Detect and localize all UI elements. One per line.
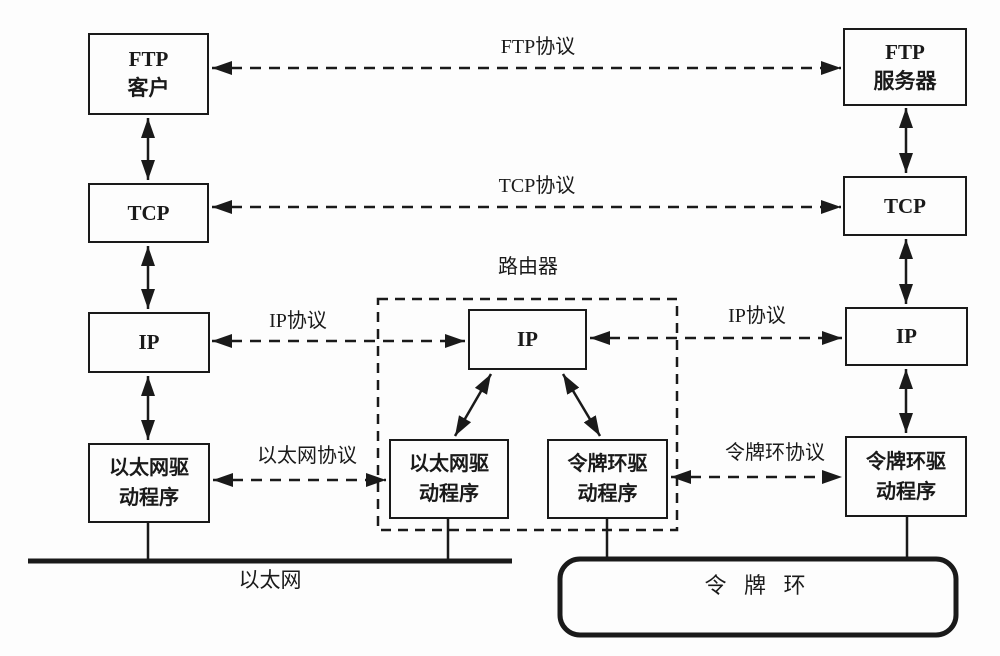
label-ip-protocol-right: IP协议 — [728, 305, 786, 327]
token-ring-shape — [557, 556, 959, 638]
label-router: 路由器 — [498, 256, 558, 278]
node-tcp-right: TCP — [843, 176, 967, 236]
node-ftp-client: FTP 客户 — [88, 33, 209, 115]
label-ethernet-protocol: 以太网协议 — [257, 445, 357, 467]
label-token-ring-protocol: 令牌环协议 — [725, 442, 825, 464]
node-router-ip: IP — [468, 309, 587, 370]
node-token-driver-right: 令牌环驱 动程序 — [845, 436, 967, 517]
node-ip-left: IP — [88, 312, 210, 373]
label-ethernet-network: 以太网 — [238, 568, 302, 592]
arrow-routerip-ethdriver — [453, 373, 493, 437]
node-ethernet-driver-left: 以太网驱 动程序 — [88, 443, 210, 523]
node-ftp-server: FTP 服务器 — [843, 28, 967, 106]
label-token-ring-network: 令 牌 环 — [704, 573, 812, 598]
label-tcp-protocol: TCP协议 — [498, 175, 576, 197]
node-router-ethernet-driver: 以太网驱 动程序 — [389, 439, 509, 519]
arrow-routerip-tokendriver — [561, 373, 602, 437]
label-ip-protocol-left: IP协议 — [269, 310, 327, 332]
router-dashed-boundary — [376, 297, 679, 532]
node-tcp-left: TCP — [88, 183, 209, 243]
node-ip-right: IP — [845, 307, 968, 366]
label-ftp-protocol: FTP协议 — [500, 36, 576, 58]
node-router-token-driver: 令牌环驱 动程序 — [547, 439, 668, 519]
